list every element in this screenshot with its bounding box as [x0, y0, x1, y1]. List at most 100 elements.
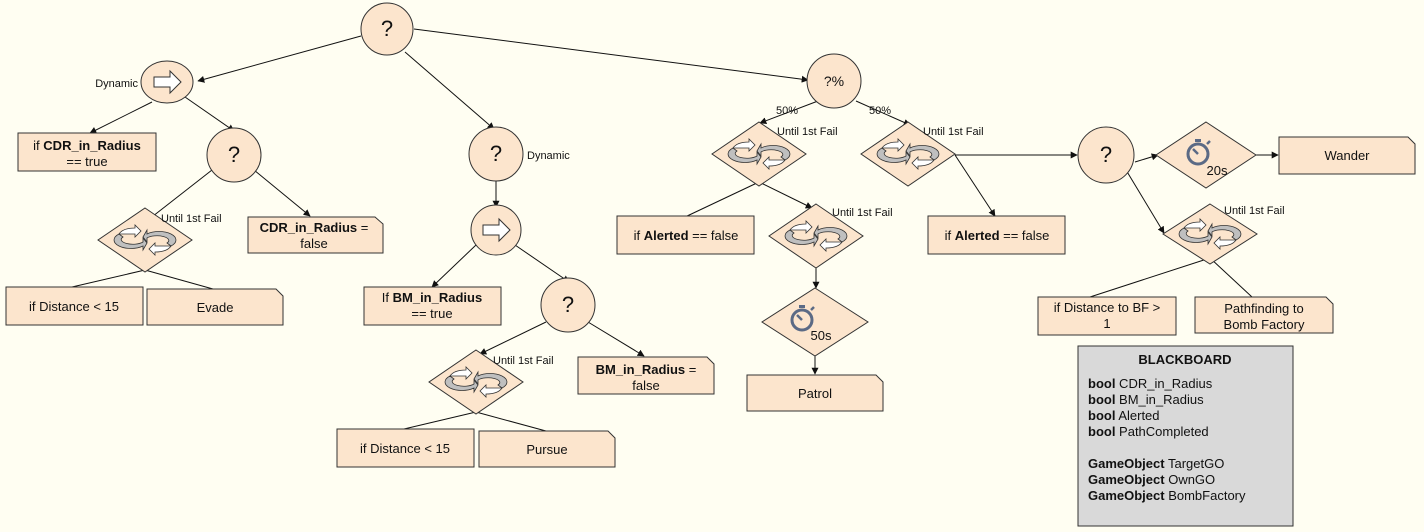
selector-right: ? [1077, 126, 1135, 184]
blackboard-entry: bool PathCompleted [1088, 424, 1209, 439]
dynamic-label-mid: Dynamic [527, 150, 570, 162]
loop-until-fail-a [711, 121, 807, 187]
bm-false-eq: = [685, 362, 696, 377]
dynamic-label-left: Dynamic [95, 78, 138, 90]
svg-text:BM_in_Radius =: BM_in_Radius = [596, 362, 697, 377]
cond-distance-mid-label: if Distance < 15 [360, 441, 450, 456]
edge-loop-evade [144, 269, 214, 290]
selector-left: ? [206, 127, 262, 183]
edge-seq-sel2 [514, 244, 570, 283]
edge-sel2-loop [479, 321, 547, 355]
blackboard-entry-type: GameObject [1088, 456, 1165, 471]
dynamic-sequence-left [140, 60, 194, 104]
cond-distance-bf-line2: 1 [1103, 316, 1110, 331]
blackboard-entry-name: CDR_in_Radius [1115, 376, 1212, 391]
action-evade-label: Evade [197, 300, 234, 315]
edge-random-loop-a [759, 100, 819, 125]
cond-distance-bf-line1: if Distance to BF > [1054, 300, 1161, 315]
cond-bm-rest: == true [411, 306, 452, 321]
bm-false-var: BM_in_Radius [596, 362, 686, 377]
action-pursue-label: Pursue [526, 442, 567, 457]
probability-right: 50% [869, 105, 891, 117]
random-selector-label: ?% [824, 73, 844, 89]
svg-text:CDR_in_Radius =: CDR_in_Radius = [260, 220, 369, 235]
loop-until-fail-b [768, 203, 864, 269]
edge-loopd-dist-bf [1089, 257, 1211, 298]
action-wander: Wander [1278, 136, 1416, 175]
cdr-false-eq: = [357, 220, 368, 235]
cdr-false-var: CDR_in_Radius [260, 220, 358, 235]
root-selector-label: ? [381, 16, 393, 41]
blackboard-entry-type: bool [1088, 376, 1115, 391]
cond-distance-left: if Distance < 15 [5, 286, 144, 326]
loop-mid-label: Until 1st Fail [493, 355, 554, 367]
blackboard-entry: bool CDR_in_Radius [1088, 376, 1213, 391]
blackboard-entry-name: TargetGO [1165, 456, 1225, 471]
cond-cdr-in-radius: if CDR_in_Radius == true [17, 132, 157, 172]
selector-mid-label: ? [490, 141, 502, 166]
edge-selright-loopd [1125, 169, 1165, 234]
edge-root-random [413, 28, 809, 83]
edge-seq-bm-cond [431, 244, 477, 288]
blackboard-entry-name: BombFactory [1165, 488, 1246, 503]
blackboard-entry-name: PathCompleted [1115, 424, 1208, 439]
edge-loop-dist-mid [403, 411, 477, 430]
edge-root-dynamic-left [197, 35, 362, 83]
edge-loopa-alerted [684, 181, 760, 218]
edge-loopa-loopb [758, 181, 813, 209]
blackboard-entry-type: bool [1088, 408, 1115, 423]
timer-20s: 20s [1155, 121, 1257, 189]
alerted-c-prefix: if [945, 228, 955, 243]
edge-loop-pursue [475, 411, 547, 432]
alerted-c-rest: == false [1000, 228, 1050, 243]
blackboard-entry: GameObject OwnGO [1088, 472, 1215, 487]
edge-sel-loop-left [147, 169, 213, 221]
action-pathfinding-line1: Pathfinding to [1224, 301, 1304, 316]
loop-until-fail-left [97, 207, 193, 273]
blackboard-entry-type: GameObject [1088, 472, 1165, 487]
selector-mid-2: ? [540, 277, 596, 333]
root-selector: ? [360, 2, 414, 56]
loop-left-label: Until 1st Fail [161, 213, 222, 225]
edge-root-sel-mid [404, 51, 495, 130]
alerted-a-prefix: if [634, 228, 644, 243]
edge-random-loop-c [855, 100, 911, 126]
action-evade: Evade [146, 288, 284, 326]
cond-bm-var: BM_in_Radius [393, 290, 483, 305]
svg-text:if Alerted == false: if Alerted == false [634, 228, 739, 243]
blackboard-entry: bool BM_in_Radius [1088, 392, 1204, 407]
blackboard-entry-name: OwnGO [1165, 472, 1216, 487]
action-set-cdr-false: CDR_in_Radius = false [247, 216, 384, 254]
cond-cdr-rest: == true [66, 154, 107, 169]
edge-loopc-alerted [954, 154, 996, 217]
cond-distance-left-label: if Distance < 15 [29, 299, 119, 314]
loop-until-fail-c [860, 121, 956, 187]
bm-false-rest: false [632, 378, 659, 393]
action-wander-label: Wander [1324, 148, 1370, 163]
blackboard-entry: bool Alerted [1088, 408, 1160, 423]
blackboard-entry-name: Alerted [1115, 408, 1159, 423]
blackboard-title: BLACKBOARD [1138, 352, 1231, 367]
edge-loopd-path [1209, 257, 1253, 298]
cond-distance-mid: if Distance < 15 [336, 428, 475, 468]
blackboard-entry-name: BM_in_Radius [1115, 392, 1204, 407]
alerted-a-rest: == false [689, 228, 739, 243]
edge-dynleft-sel [184, 96, 235, 132]
alerted-a-var: Alerted [644, 228, 689, 243]
loop-b-label: Until 1st Fail [832, 207, 893, 219]
cond-cdr-prefix: if [33, 138, 43, 153]
blackboard-entry-type: GameObject [1088, 488, 1165, 503]
action-patrol-label: Patrol [798, 386, 832, 401]
edge-loop-dist-left [71, 269, 146, 288]
timer-20s-label: 20s [1207, 163, 1228, 178]
svg-text:If BM_in_Radius: If BM_in_Radius [382, 290, 482, 305]
selector-mid: ? [468, 126, 524, 182]
cond-cdr-var: CDR_in_Radius [43, 138, 141, 153]
loop-c-label: Until 1st Fail [923, 126, 984, 138]
alerted-c-var: Alerted [955, 228, 1000, 243]
selector-left-label: ? [228, 142, 240, 167]
edge-sel-cdr-false [253, 169, 311, 217]
